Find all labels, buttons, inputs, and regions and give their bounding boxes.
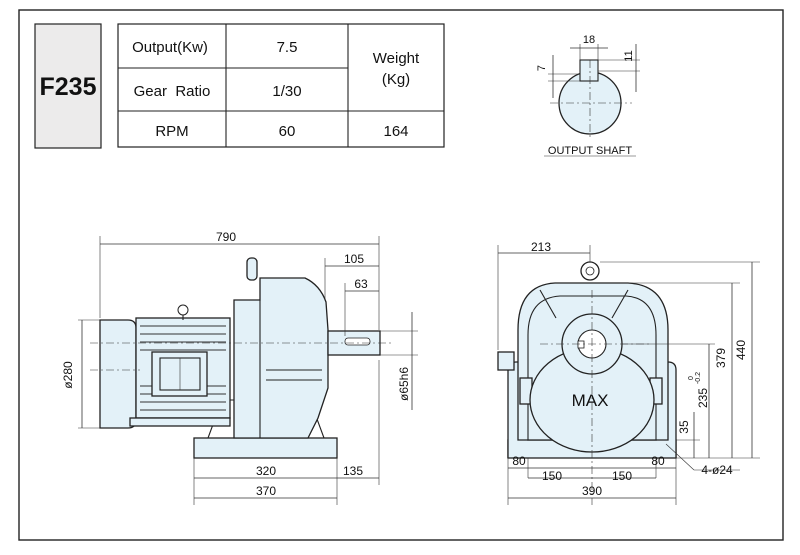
dim-440: 440	[734, 340, 748, 360]
motor-end-cap	[99, 319, 137, 429]
front-view: MAX 213 440 379 235 0 -0.2 35 80	[497, 240, 760, 505]
dim-150-right: 150	[612, 469, 632, 483]
lifting-eye	[246, 257, 258, 281]
model-badge: F235	[34, 23, 102, 149]
motor-eyebolt	[177, 304, 189, 316]
base-plate	[193, 437, 338, 459]
spec-label-gear-ratio: Gear Ratio	[134, 83, 211, 100]
dim-235-tol-upper: 0	[688, 376, 695, 380]
side-view: 790 105 63 ø280 ø65h6 320 135 370	[61, 230, 418, 505]
dim-shaft-left: 7	[536, 65, 548, 71]
dim-213: 213	[531, 240, 551, 254]
spec-label-output: Output(Kw)	[132, 39, 208, 56]
dim-key-length: 63	[354, 277, 368, 291]
dim-80-right: 80	[651, 454, 665, 468]
shaft-key	[579, 59, 599, 82]
dim-235-tol-lower: -0.2	[695, 372, 702, 384]
terminal-box	[151, 351, 208, 397]
spec-value-output: 7.5	[277, 39, 298, 56]
output-shaft-detail: 18 7 11 OUTPUT SHAFT	[536, 34, 640, 157]
spec-value-gear-ratio: 1/30	[272, 83, 301, 100]
dim-overall-length: 790	[216, 230, 236, 244]
weight-unit: (Kg)	[382, 71, 410, 88]
dim-shaft-right: 11	[623, 50, 635, 61]
dim-35: 35	[677, 420, 691, 434]
spec-table: Output(Kw) 7.5 Gear Ratio 1/30 RPM 60 We…	[117, 23, 445, 148]
gearbox-housing	[233, 277, 329, 439]
dim-base-overall: 370	[256, 484, 276, 498]
dim-235: 235	[696, 388, 710, 408]
label-max: MAX	[572, 391, 609, 410]
model-code: F235	[40, 73, 97, 101]
hole-callout: 4-ø24	[701, 463, 733, 477]
output-shaft-caption: OUTPUT SHAFT	[548, 145, 632, 157]
dim-150-left: 150	[542, 469, 562, 483]
dim-390: 390	[582, 484, 602, 498]
dim-379: 379	[714, 348, 728, 368]
dim-base-to-shaft: 135	[343, 464, 363, 478]
dim-shaft-width: 18	[583, 34, 595, 46]
spec-label-rpm: RPM	[155, 123, 188, 140]
weight-label: Weight	[373, 50, 420, 67]
dim-80-left: 80	[512, 454, 526, 468]
dim-shaft-diameter: ø65h6	[397, 367, 411, 401]
spec-value-rpm: 60	[279, 123, 296, 140]
dim-base-length: 320	[256, 464, 276, 478]
dim-motor-diameter: ø280	[61, 361, 75, 389]
weight-value: 164	[383, 123, 408, 140]
dim-shaft-projection: 105	[344, 252, 364, 266]
